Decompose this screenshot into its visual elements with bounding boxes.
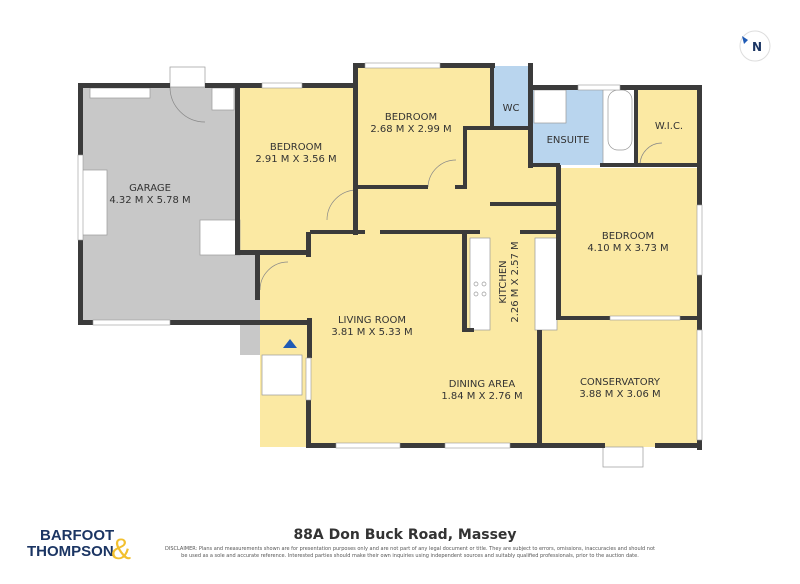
dining-dims: 1.84 M X 2.76 M bbox=[441, 391, 522, 402]
logo-line2: THOMPSON bbox=[27, 543, 114, 560]
living-dims: 3.81 M X 5.33 M bbox=[331, 327, 412, 338]
window bbox=[335, 442, 401, 449]
conservatory-floor bbox=[540, 318, 697, 447]
shower-icon bbox=[533, 89, 567, 124]
ensuite-name: ENSUITE bbox=[547, 135, 590, 146]
door-swing bbox=[639, 142, 663, 166]
door-swing bbox=[427, 159, 457, 188]
window bbox=[577, 84, 621, 91]
door-swing bbox=[259, 261, 289, 291]
conservatory-step bbox=[602, 446, 644, 468]
logo-ampersand: & bbox=[111, 533, 131, 565]
laundry-floor bbox=[240, 232, 310, 255]
garage-shelf bbox=[81, 169, 108, 236]
window bbox=[364, 62, 441, 69]
entry-steps bbox=[261, 354, 303, 396]
compass-circle bbox=[739, 30, 771, 62]
compass: N bbox=[739, 30, 771, 62]
kitchen-bench-2 bbox=[534, 237, 558, 331]
hob-icon bbox=[473, 281, 479, 287]
kitchen-bench bbox=[469, 237, 491, 331]
entry-arrow-icon bbox=[283, 339, 297, 363]
window bbox=[696, 329, 703, 441]
wc-floor bbox=[490, 66, 530, 128]
door-swing bbox=[169, 86, 206, 123]
window bbox=[696, 204, 703, 276]
garage-dims: 4.32 M X 5.78 M bbox=[109, 195, 190, 206]
bedroom3-name: BEDROOM bbox=[602, 231, 654, 242]
compass-pointer-icon bbox=[742, 36, 748, 44]
bedroom2-name: BEDROOM bbox=[385, 112, 437, 123]
garage-step bbox=[169, 66, 206, 88]
window bbox=[261, 82, 303, 89]
door-swing bbox=[326, 189, 358, 221]
wc-name: WC bbox=[503, 103, 520, 114]
bedroom2-dims: 2.68 M X 2.99 M bbox=[370, 124, 451, 135]
dining-name: DINING AREA bbox=[449, 379, 516, 390]
garage-bench bbox=[89, 87, 151, 99]
window bbox=[609, 315, 681, 321]
barfoot-thompson-logo: BARFOOT THOMPSON & bbox=[27, 527, 131, 565]
window bbox=[305, 357, 312, 401]
conservatory-name: CONSERVATORY bbox=[580, 377, 661, 388]
kitchen-name: KITCHEN bbox=[498, 260, 509, 303]
bedroom3-floor bbox=[560, 168, 697, 318]
window bbox=[77, 154, 84, 241]
wic-floor bbox=[637, 88, 697, 165]
logo-line1: BARFOOT bbox=[40, 527, 114, 544]
bedroom1-dims: 2.91 M X 3.56 M bbox=[255, 154, 336, 165]
kitchen-dims: 2.26 M X 2.57 M bbox=[510, 241, 521, 322]
disclaimer: DISCLAIMER: Plans and measurements shown… bbox=[165, 546, 655, 559]
wic-name: W.I.C. bbox=[655, 121, 683, 132]
stairs-garage bbox=[199, 219, 241, 256]
window bbox=[92, 319, 171, 326]
garage-floor bbox=[82, 87, 240, 320]
garage-name: GARAGE bbox=[129, 183, 171, 194]
living-name: LIVING ROOM bbox=[338, 315, 406, 326]
bath-icon bbox=[607, 89, 633, 151]
conservatory-dims: 3.88 M X 3.06 M bbox=[579, 389, 660, 400]
garage-sink bbox=[211, 87, 235, 111]
bedroom3-dims: 4.10 M X 3.73 M bbox=[587, 243, 668, 254]
compass-label: N bbox=[752, 40, 762, 54]
bedroom1-name: BEDROOM bbox=[270, 142, 322, 153]
bedroom1-floor bbox=[240, 88, 357, 232]
property-address: 88A Don Buck Road, Massey bbox=[293, 527, 517, 543]
window bbox=[444, 442, 511, 449]
